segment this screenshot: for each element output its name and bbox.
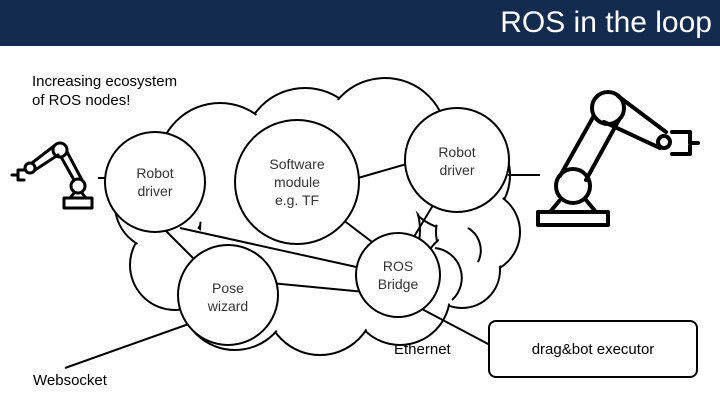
pose-wizard-line1: Pose (212, 280, 244, 296)
link-software-to-robotdriver-right (357, 162, 411, 179)
link-rosbridge-to-executor (419, 307, 491, 346)
software-module-line2: module (274, 174, 320, 190)
right-robot-arm-icon (536, 90, 700, 227)
software-module-line1: Software (269, 156, 325, 172)
left-robot-arm-icon (10, 141, 94, 210)
link-robotdriver-to-rosbridge (179, 227, 371, 271)
robot-driver-left-label: Robot driver (115, 164, 195, 200)
slide-title: ROS in the loop (500, 6, 712, 39)
software-module-line3: e.g. TF (274, 192, 320, 208)
robot-driver-right-line2: driver (439, 162, 475, 178)
executor-label: drag&bot executor (531, 341, 655, 358)
robot-driver-right-line1: Robot (438, 144, 476, 160)
robot-driver-right-label: Robot driver (417, 143, 497, 179)
ros-bridge-label: ROS Bridge (358, 257, 438, 293)
robot-driver-left-line1: Robot (136, 165, 174, 181)
title-bar: ROS in the loop (0, 0, 720, 46)
websocket-label: Websocket (33, 372, 107, 389)
ecosystem-annotation-line1: Increasing ecosystem (32, 73, 178, 90)
software-module-label: Software module e.g. TF (247, 155, 347, 209)
node-pose-wizard (177, 244, 279, 346)
drag-and-bot-executor-box: drag&bot executor (488, 320, 698, 378)
link-posewizard-to-websocket (64, 319, 201, 369)
ros-bridge-line1: ROS (382, 258, 414, 274)
robot-driver-left-line2: driver (137, 183, 173, 199)
ecosystem-annotation-line2: of ROS nodes! (32, 92, 131, 109)
node-robot-driver-right (404, 107, 510, 213)
ros-bridge-line2: Bridge (377, 276, 419, 292)
pose-wizard-line2: wizard (207, 298, 249, 314)
node-robot-driver-left (104, 131, 206, 233)
link-robotdriver-right-to-rosbridge (411, 201, 436, 241)
pose-wizard-label: Pose wizard (188, 279, 268, 315)
nodes (104, 107, 510, 346)
ethernet-label: Ethernet (394, 341, 451, 358)
node-ros-bridge (355, 232, 441, 318)
node-software-module (234, 119, 360, 245)
